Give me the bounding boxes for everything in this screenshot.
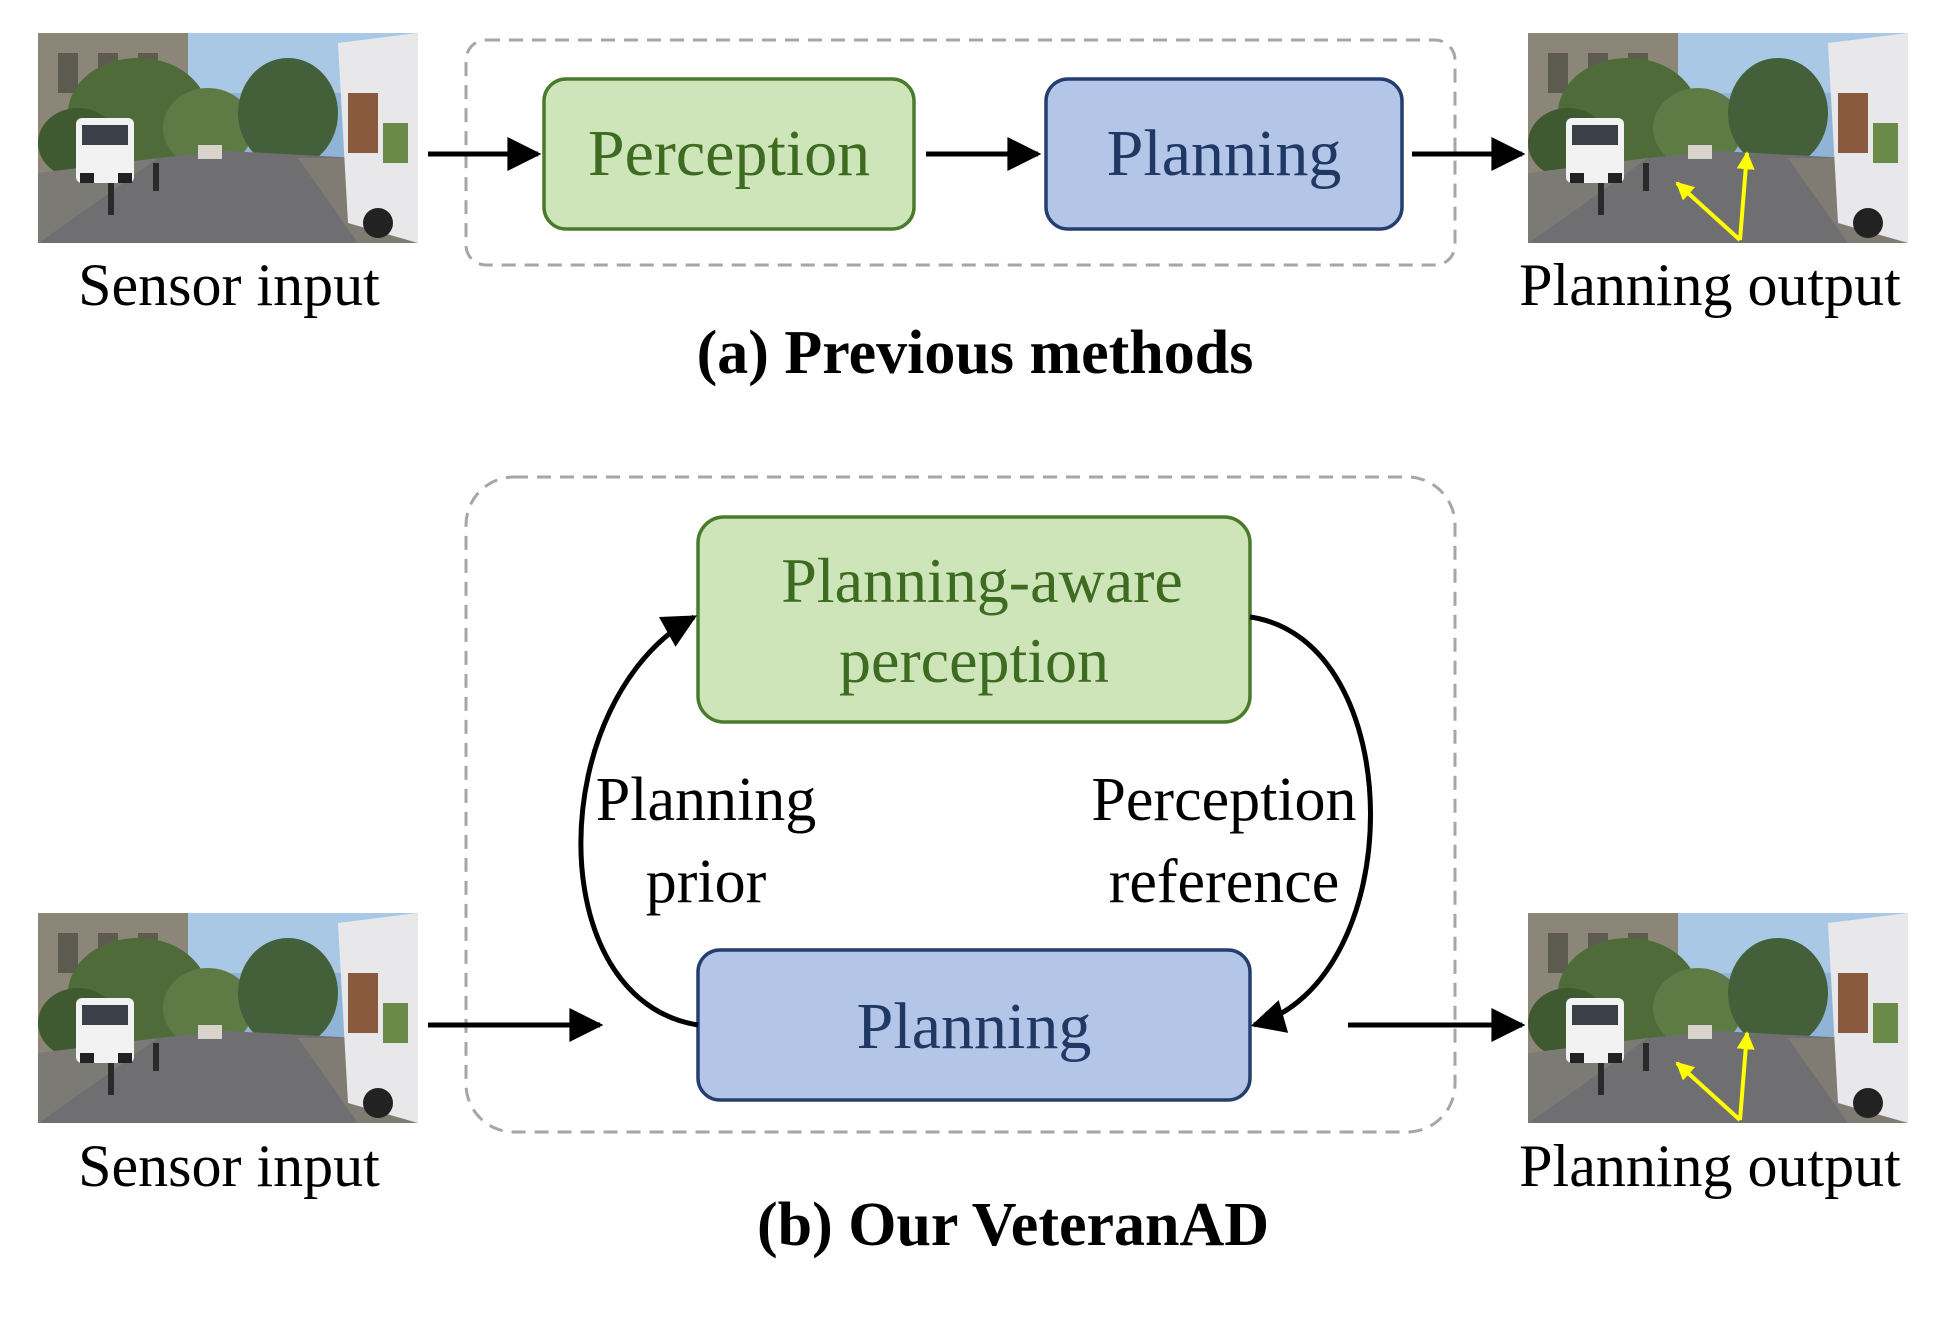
planning-box-bottom xyxy=(696,948,1252,1102)
caption-a: (a) Previous methods xyxy=(697,319,1254,387)
output-image-top xyxy=(1528,33,1908,243)
planning-label-bottom: Planning xyxy=(857,990,1092,1063)
sensor-image-top xyxy=(38,33,418,243)
caption-b: (b) Our VeteranAD xyxy=(757,1191,1269,1259)
sensor-label-bottom: Sensor input xyxy=(78,1133,380,1199)
perception-box xyxy=(542,77,916,231)
planning-prior-line2: prior xyxy=(646,848,767,916)
output-label-top: Planning output xyxy=(1519,252,1901,318)
perception-reference-line1: Perception xyxy=(1091,766,1356,834)
arrow-perception-reference xyxy=(1249,614,1373,1033)
output-label-bottom: Planning output xyxy=(1519,1133,1901,1199)
planning-box-top xyxy=(1044,77,1404,231)
perception-reference-line2: reference xyxy=(1109,848,1340,916)
veteranad-container xyxy=(464,475,1457,1134)
planning-aware-perception-line2: perception xyxy=(839,625,1109,696)
perception-label: Perception xyxy=(588,117,870,190)
planning-aware-perception-line1: Planning-aware xyxy=(781,545,1183,616)
planning-prior-line1: Planning xyxy=(596,766,816,834)
planning-label-top: Planning xyxy=(1107,117,1342,190)
output-image-bottom xyxy=(1528,913,1908,1123)
sensor-label-top: Sensor input xyxy=(78,252,380,318)
arrow-planning-prior xyxy=(578,614,699,1028)
sensor-image-bottom xyxy=(38,913,418,1123)
